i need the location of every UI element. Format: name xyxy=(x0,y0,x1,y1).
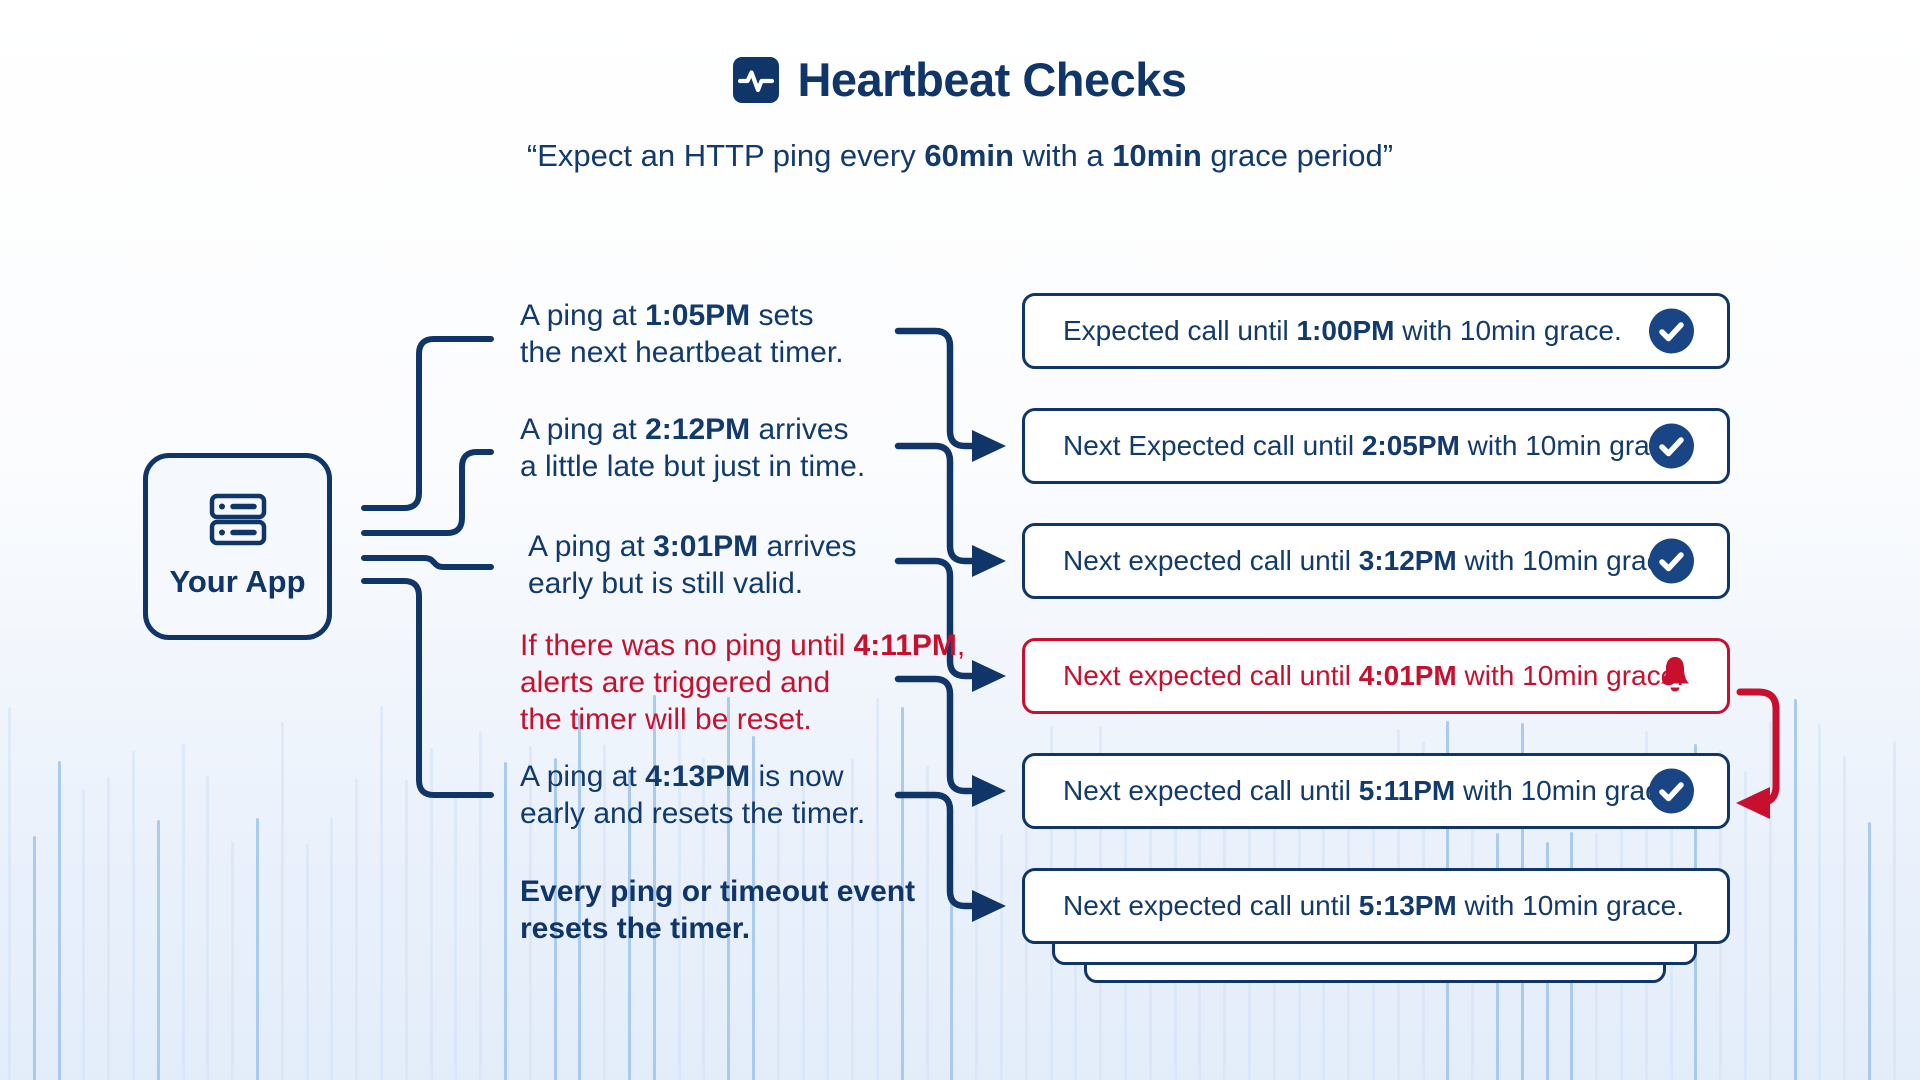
waveform-bar xyxy=(1892,741,1896,1080)
connector-app-annotation-2 xyxy=(361,449,494,536)
waveform-bar xyxy=(330,817,334,1080)
page-title: Heartbeat Checks xyxy=(797,53,1187,106)
waveform-bar xyxy=(355,779,359,1080)
status-box-3: Next expected call until 3:12PM with 10m… xyxy=(1022,523,1730,599)
annotation-ping-212: A ping at 2:12PM arrives a little late b… xyxy=(520,413,866,483)
annotation-reset-note: Every ping or timeout event resets the t… xyxy=(520,875,916,945)
check-icon xyxy=(1649,423,1694,469)
annotation-ping-413: A ping at 4:13PM is now early and resets… xyxy=(520,760,866,830)
waveform-bar xyxy=(380,706,383,1080)
waveform-bar xyxy=(975,784,979,1080)
waveform-bar xyxy=(280,722,284,1080)
waveform-bar xyxy=(156,820,160,1080)
annotation-ping-105: A ping at 1:05PM sets the next heartbeat… xyxy=(520,299,844,369)
waveform-bar xyxy=(454,797,458,1080)
arrow-right-icon xyxy=(972,660,1006,692)
waveform-bar xyxy=(1818,724,1822,1080)
waveform-bar xyxy=(256,818,259,1080)
waveform-bar xyxy=(603,745,607,1080)
waveform-bar xyxy=(876,698,879,1080)
arrow-right-icon xyxy=(972,890,1006,922)
connector-app-annotation-1 xyxy=(361,336,494,511)
waveform-bar xyxy=(8,707,11,1080)
waveform-bar xyxy=(925,766,929,1080)
waveform-bar xyxy=(1843,756,1847,1080)
server-icon xyxy=(208,493,268,552)
waveform-bar xyxy=(404,780,408,1080)
waveform-bar xyxy=(950,810,954,1080)
annotation-ping-301: A ping at 3:01PM arrives early but is st… xyxy=(528,530,857,600)
waveform-bar xyxy=(702,758,706,1080)
bell-icon xyxy=(1656,654,1694,698)
waveform-bar xyxy=(628,769,631,1080)
arrow-right-icon xyxy=(972,775,1006,807)
subtitle: “Expect an HTTP ping every 60min with a … xyxy=(526,138,1394,173)
status-box-4-alert: Next expected call until 4:01PM with 10m… xyxy=(1022,638,1730,714)
waveform-bar xyxy=(107,777,111,1080)
status-box-6: Next expected call until 5:13PM with 10m… xyxy=(1022,868,1730,944)
waveform-bar xyxy=(32,836,36,1080)
waveform-bar xyxy=(826,815,830,1080)
waveform-bar xyxy=(1744,771,1747,1080)
check-icon xyxy=(1649,768,1694,814)
check-icon xyxy=(1649,538,1694,584)
page-header: Heartbeat Checks xyxy=(0,52,1920,107)
waveform-bar xyxy=(206,776,210,1080)
waveform-bar xyxy=(752,736,755,1080)
heartbeat-icon xyxy=(733,56,780,103)
waveform-bar xyxy=(231,841,235,1080)
waveform-bar xyxy=(851,759,855,1080)
waveform-bar xyxy=(801,782,805,1080)
waveform-bar xyxy=(1868,822,1871,1080)
waveform-bar xyxy=(305,844,309,1080)
waveform-bar xyxy=(652,695,656,1080)
arrow-right-icon xyxy=(972,430,1006,462)
waveform-bar xyxy=(553,758,557,1080)
connector-annotation1-box2 xyxy=(894,327,976,450)
connector-alert-reset xyxy=(1736,688,1780,807)
waveform-bar xyxy=(132,751,135,1080)
your-app-node: Your App xyxy=(143,453,332,640)
waveform-bar xyxy=(1793,699,1797,1080)
waveform-bar xyxy=(57,761,61,1080)
waveform-bar xyxy=(1000,835,1003,1080)
arrow-right-icon xyxy=(972,545,1006,577)
connector-annotation2-box3 xyxy=(894,442,976,565)
waveform-bar xyxy=(181,744,185,1080)
waveform-bar xyxy=(479,731,483,1080)
waveform-bar xyxy=(727,697,731,1080)
waveform-bar xyxy=(677,719,681,1080)
waveform-bar xyxy=(776,802,780,1080)
annotation-timeout-411: If there was no ping until 4:11PM, alert… xyxy=(520,629,966,736)
status-box-2: Next Expected call until 2:05PM with 10m… xyxy=(1022,408,1730,484)
status-box-1: Expected call until 1:00PM with 10min gr… xyxy=(1022,293,1730,369)
your-app-label: Your App xyxy=(169,564,306,599)
arrow-left-icon xyxy=(1736,787,1770,819)
check-icon xyxy=(1649,308,1694,354)
waveform-bar xyxy=(82,789,86,1080)
waveform-bar xyxy=(504,762,507,1080)
status-box-5: Next expected call until 5:11PM with 10m… xyxy=(1022,753,1730,829)
connector-app-annotation-5 xyxy=(361,578,494,798)
waveform-bar xyxy=(429,748,433,1080)
waveform-bar xyxy=(578,715,582,1080)
waveform-bar xyxy=(1768,721,1772,1080)
connector-app-annotation-3 xyxy=(361,555,494,570)
waveform-bar xyxy=(528,746,532,1080)
